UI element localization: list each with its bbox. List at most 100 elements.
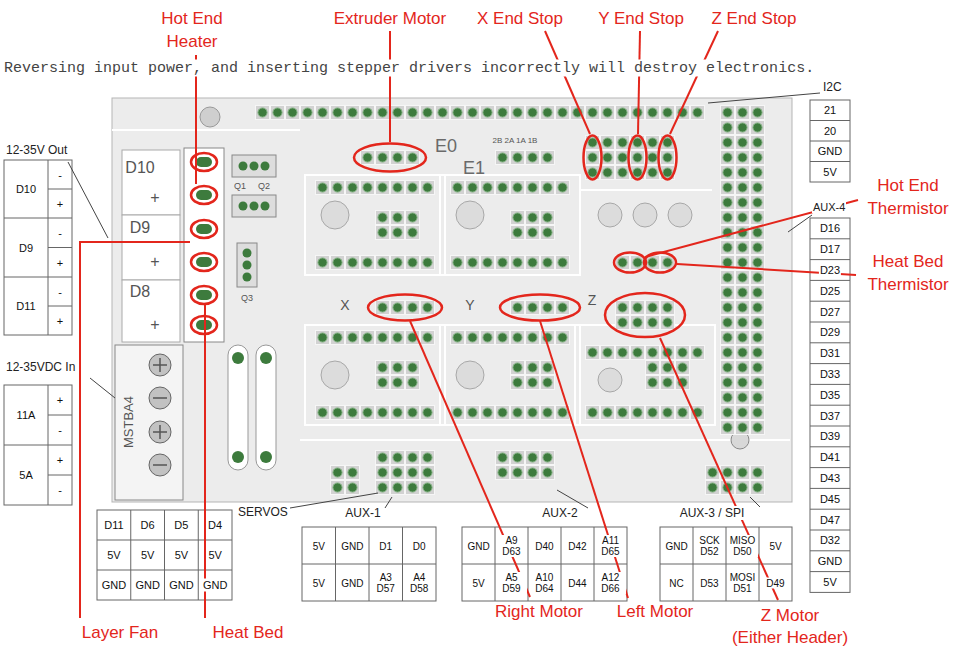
pin-header — [450, 330, 570, 345]
silkscreen-label: MSTBA4 — [121, 396, 136, 448]
mosfet — [261, 162, 270, 171]
pin-cell: D39 — [819, 430, 841, 443]
pin-cell: GND — [337, 577, 367, 588]
mosfet — [243, 261, 252, 270]
pin-header — [375, 210, 420, 240]
pin-table — [660, 527, 792, 601]
mosfet — [243, 249, 252, 258]
pin-cell: 21 — [823, 104, 837, 117]
pin-cell: GND — [134, 579, 160, 592]
table-heading: SERVOS — [237, 505, 289, 519]
pin-cell: D4 — [207, 519, 223, 532]
table-heading: AUX-1 — [343, 506, 382, 520]
pin-cell: GND — [168, 579, 194, 592]
pcb — [112, 98, 792, 502]
power-connector — [260, 451, 272, 463]
callout-label: Extruder Motor — [305, 7, 475, 30]
pin-header — [510, 210, 555, 240]
callout-ring — [368, 295, 442, 321]
callout-label: X End Stop — [460, 7, 580, 30]
mosfet — [239, 162, 248, 171]
pin-header — [360, 150, 420, 165]
pin-header — [375, 300, 435, 315]
callout-ring — [500, 295, 580, 321]
capacitor — [598, 368, 622, 392]
pin-cell: D43 — [819, 472, 841, 485]
silkscreen-label: + — [150, 253, 159, 271]
pin-table — [302, 527, 436, 601]
pin-header — [315, 405, 435, 420]
table-heading: I2C — [822, 80, 843, 94]
pin-table — [4, 385, 72, 505]
capacitor — [598, 203, 622, 227]
warning-note: Reversing input power, and inserting ste… — [4, 60, 814, 77]
pin-header — [585, 345, 705, 360]
pin-header — [450, 255, 570, 270]
pin-header — [375, 360, 420, 390]
pin-cell: GND — [817, 145, 843, 158]
pin-cell: D32 — [819, 534, 841, 547]
silkscreen-label: E0 — [435, 136, 457, 157]
silkscreen-label: 2B 2A 1A 1B — [493, 136, 538, 145]
mosfet — [250, 202, 259, 211]
capacitor — [633, 203, 657, 227]
callout-ring — [191, 220, 217, 238]
pin-cell: MOSI D51 — [728, 572, 758, 594]
pin-cell: A10 D64 — [530, 572, 560, 594]
leader-line — [68, 162, 108, 238]
mosfet — [243, 273, 252, 282]
table-heading: 12-35V Out — [5, 143, 68, 157]
pin-cell: SCK D52 — [695, 535, 725, 557]
pin-header — [585, 405, 705, 420]
pin-cell: GND — [662, 540, 692, 551]
heater-terminal — [122, 280, 180, 342]
pin-header — [450, 180, 570, 195]
pin-cell: + — [56, 454, 64, 467]
pin-cell: + — [56, 394, 64, 407]
pin-cell: GND — [101, 579, 127, 592]
pin-cell: A5 D59 — [497, 572, 527, 594]
callout-ring — [584, 136, 602, 180]
silkscreen-label: Y — [465, 297, 474, 313]
pin-cell: NC — [662, 577, 692, 588]
callout-label: Z End Stop — [694, 7, 814, 30]
pin-cell: GND — [202, 579, 228, 592]
callout-ring — [614, 253, 646, 273]
leader-line — [90, 378, 115, 398]
callout-label: Hot End Heater — [147, 7, 237, 53]
pin-header — [615, 300, 675, 330]
silkscreen-label: D10 — [125, 159, 154, 177]
pin-cell: - — [57, 424, 63, 437]
pcb — [112, 98, 792, 502]
pin-table — [810, 239, 850, 572]
silkscreen-label: + — [150, 189, 159, 207]
pin-table — [810, 100, 850, 182]
heater-terminal — [196, 190, 212, 200]
pin-table — [302, 527, 436, 601]
callout-leader — [410, 321, 530, 597]
power-connector — [256, 345, 276, 470]
pin-cell: D17 — [819, 243, 841, 256]
silkscreen-label: Q3 — [241, 293, 253, 303]
pin-cell: D0 — [404, 540, 434, 551]
callout-leader — [204, 305, 206, 618]
callout-leader — [545, 31, 590, 134]
pin-header — [255, 105, 765, 495]
pin-cell: D9 — [18, 241, 34, 254]
pin-cell: A9 D63 — [497, 535, 527, 557]
power-connector — [260, 352, 272, 364]
leader-line — [68, 93, 820, 508]
pin-cell: 5V — [106, 549, 121, 562]
pin-table — [660, 527, 792, 601]
leader-line — [385, 497, 392, 508]
pin-header — [375, 450, 435, 495]
pin-cell: D40 — [530, 540, 560, 551]
pin-cell: D42 — [563, 540, 593, 551]
pin-cell: D16 — [819, 222, 841, 235]
pin-cell: A12 D66 — [596, 572, 626, 594]
pin-cell: A11 D65 — [596, 535, 626, 557]
pin-cell: 5V — [207, 549, 222, 562]
capacitor — [321, 361, 349, 389]
heater-terminal — [196, 157, 212, 167]
